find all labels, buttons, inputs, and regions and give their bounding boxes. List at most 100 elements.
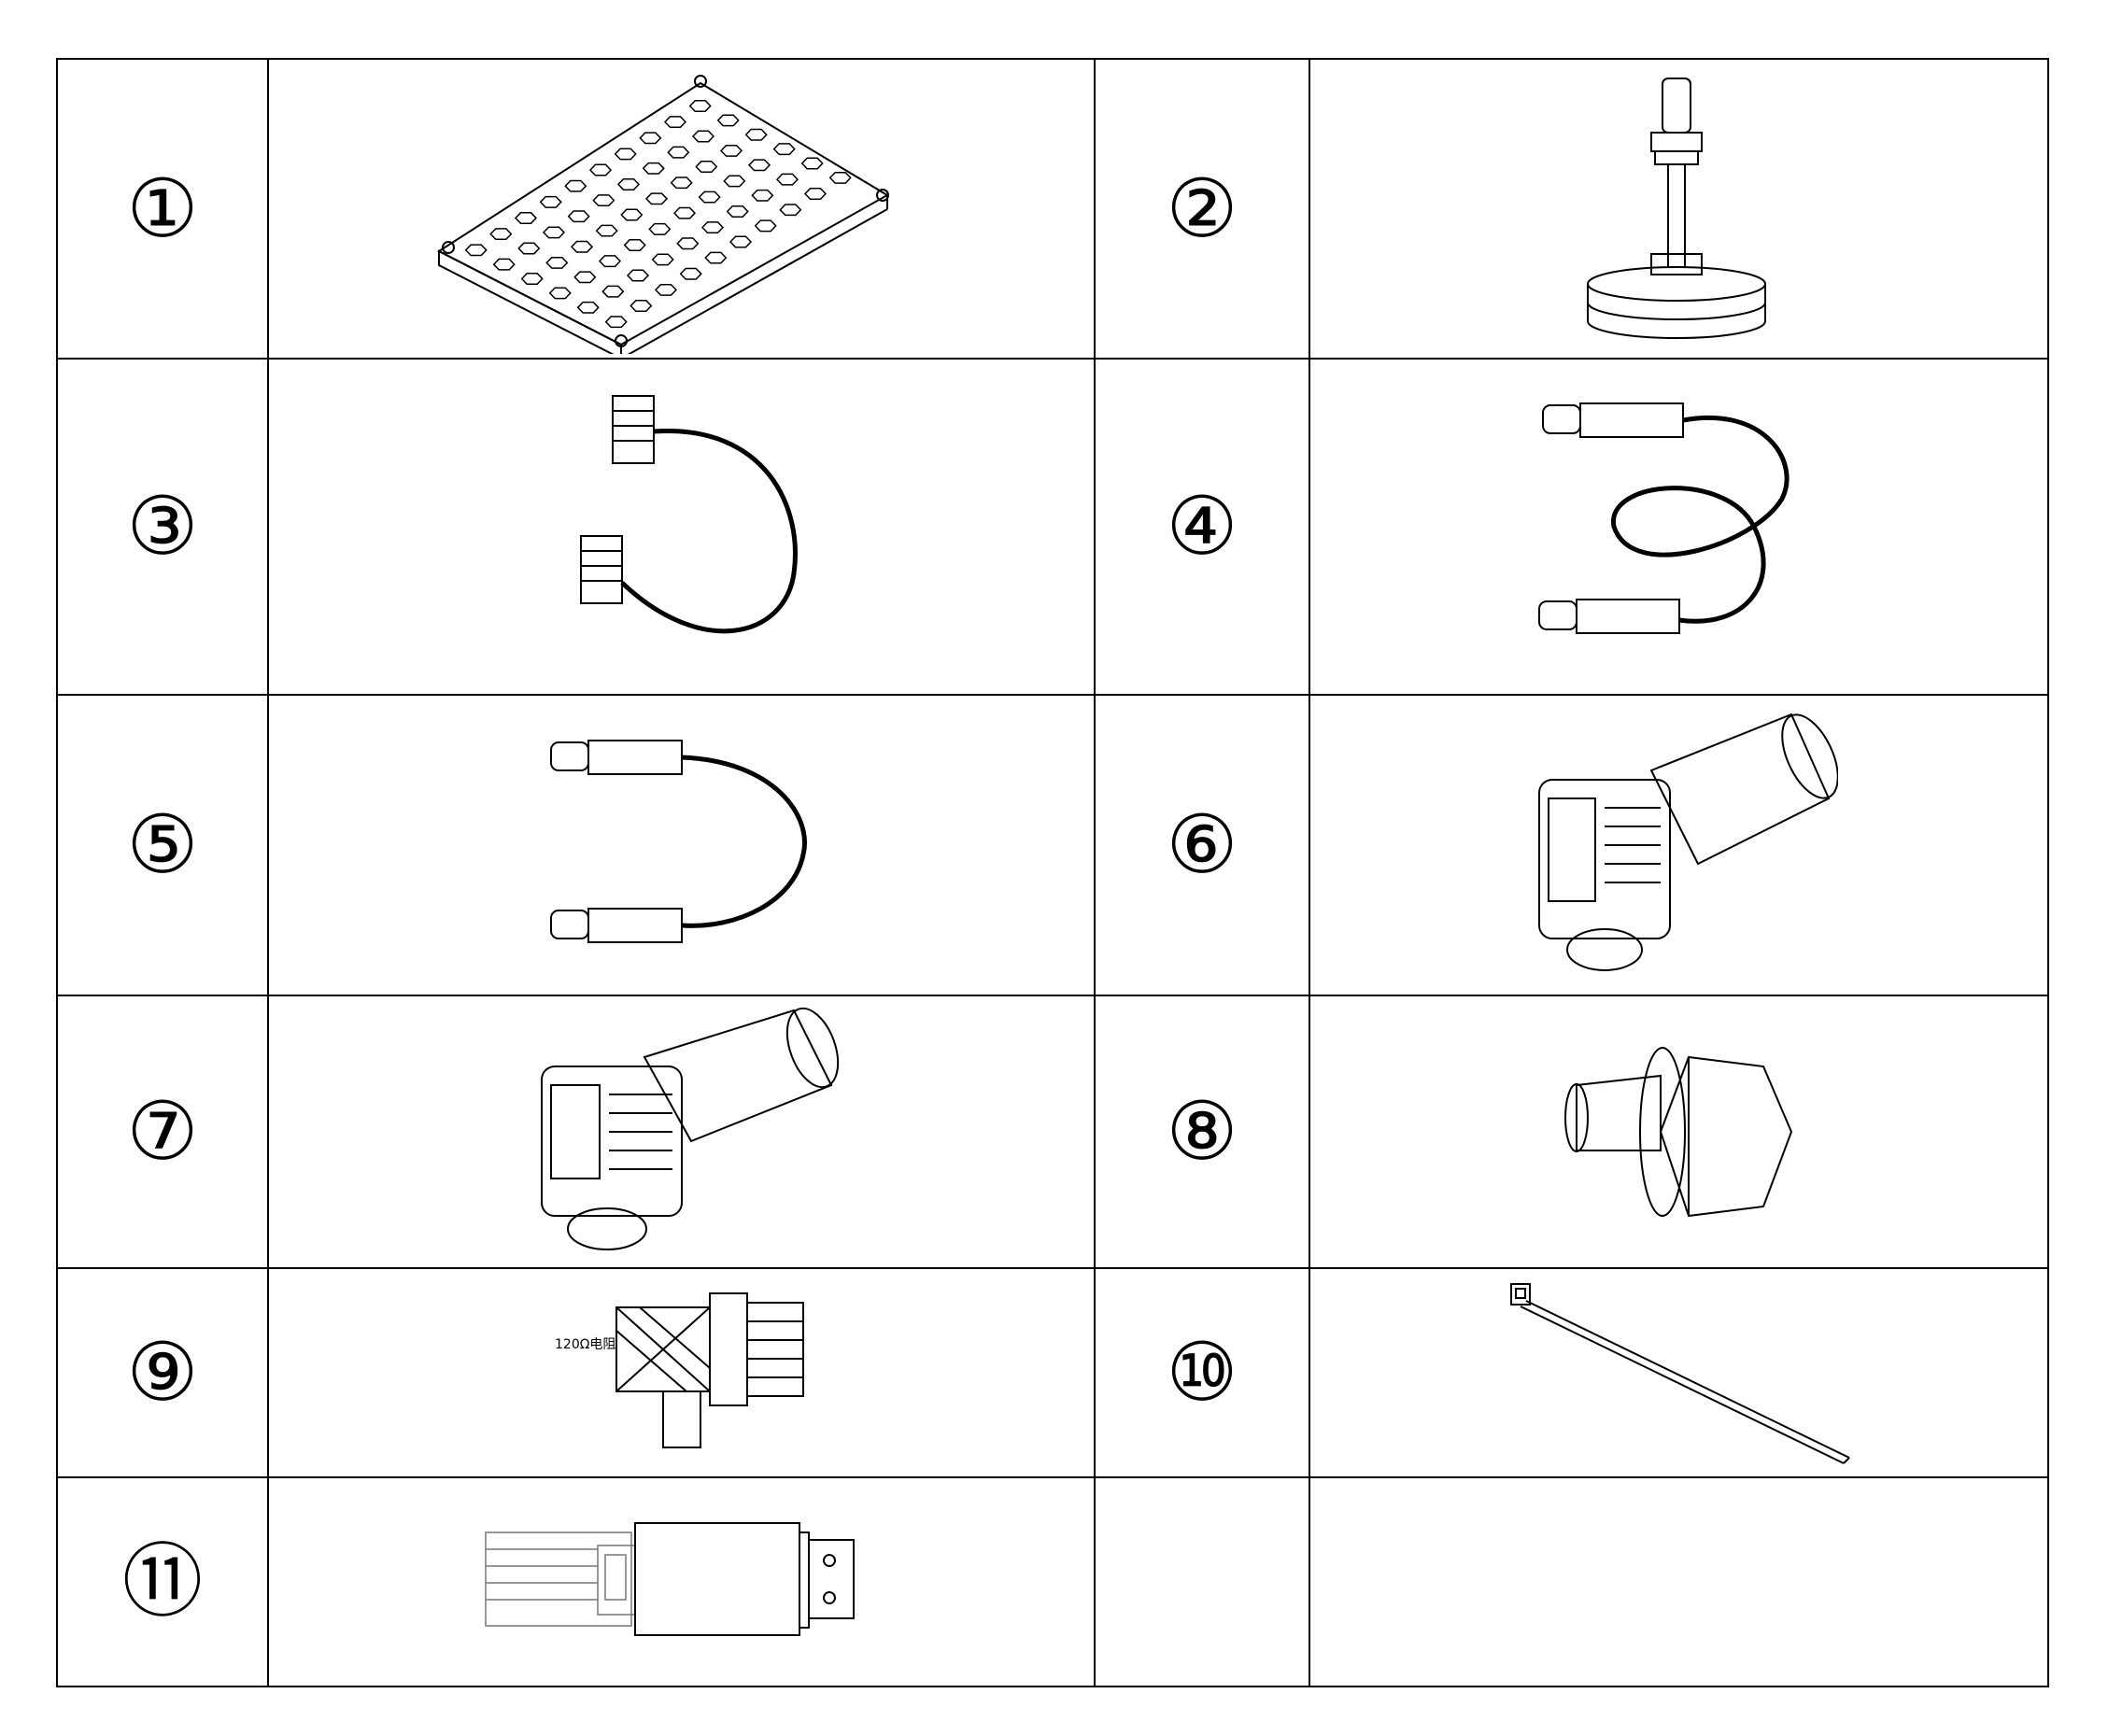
part-number: ④ [1166, 480, 1238, 573]
tray-hole [520, 272, 544, 285]
part-number-cell: ③ [56, 358, 269, 696]
tray-hole [803, 187, 827, 200]
part-number-cell: ④ [1094, 358, 1310, 696]
tray-hole [614, 147, 637, 160]
table-row: ⑤ ⑥ [56, 694, 2049, 996]
table-row: ⑦ ⑧ [56, 995, 2049, 1269]
tray-hole [492, 258, 516, 271]
tray-hole [651, 252, 674, 265]
tray-hole [516, 242, 540, 254]
tray-hole [638, 131, 661, 144]
tray-hole [679, 267, 702, 280]
tray-hole [548, 286, 572, 299]
connector-cable-long-icon [1537, 402, 1789, 634]
tray-hole [729, 235, 752, 247]
part-number: ⑥ [1166, 798, 1238, 892]
part-number: ⑪ [122, 1535, 203, 1629]
tray-hole [672, 206, 696, 219]
part-number: ① [126, 162, 199, 256]
tray-hole [570, 240, 593, 253]
leveling-foot-icon [1586, 77, 1766, 339]
tray-hole [778, 203, 801, 216]
part-image-cell [1309, 58, 2049, 360]
tray-hole [666, 146, 689, 159]
terminal-block-cable-icon [579, 395, 798, 634]
part-number: ⑩ [1166, 1326, 1238, 1419]
tray-hole [616, 177, 640, 191]
tray-hole [719, 144, 743, 157]
tray-hole [488, 227, 512, 240]
tray-hole [591, 193, 615, 206]
part-image-cell [267, 1476, 1096, 1687]
tray-hole [716, 113, 740, 126]
tray-hole [604, 315, 628, 328]
part-image-cell [267, 58, 1096, 360]
empty-cell [1094, 1476, 1310, 1687]
tray-hole [573, 270, 596, 283]
tray-hole [567, 209, 590, 222]
tray-hole [691, 130, 714, 142]
part-image-cell [267, 694, 1096, 996]
tray-hole [595, 224, 618, 237]
tray-hole [464, 243, 488, 256]
part-number: ⑨ [126, 1326, 199, 1419]
tray-hole [775, 173, 799, 186]
tray-hole [629, 299, 652, 312]
part-number-cell: ⑤ [56, 694, 269, 996]
tray-hole [588, 163, 612, 176]
resistor-label: 120Ω电阻 [555, 1337, 615, 1352]
part-number-cell: ⑦ [56, 995, 269, 1269]
tray-hole [703, 251, 727, 264]
part-number: ⑦ [126, 1085, 199, 1179]
table-row: ① ② [56, 58, 2049, 360]
tray-hole [619, 208, 643, 220]
part-number: ③ [126, 480, 199, 573]
connector-cable-short-icon [549, 740, 807, 943]
tray-hole [744, 128, 768, 141]
part-number-cell: ⑨ [56, 1267, 269, 1478]
tray-hole [675, 236, 699, 249]
parts-table: ① ② [56, 58, 2049, 1687]
tray-hole [647, 222, 671, 235]
part-image-cell [267, 995, 1096, 1269]
part-image-cell: 120Ω电阻 [267, 1267, 1096, 1478]
table-row: ⑪ [56, 1476, 2049, 1687]
tray-hole [726, 205, 749, 218]
tray-hole [722, 174, 745, 187]
plug-module-icon [484, 1522, 855, 1636]
part-number-cell: ⑩ [1094, 1267, 1310, 1478]
hex-bolt-icon [1563, 1047, 1792, 1218]
tray-hole [539, 195, 562, 208]
tray-hole [642, 162, 665, 175]
tray-hole [800, 157, 824, 169]
tray-hole [542, 225, 565, 238]
table-row: ⑨ 120Ω电阻 ⑩ [56, 1267, 2049, 1478]
tray-hole [747, 158, 771, 171]
tray-hole [670, 176, 693, 189]
tray-hole [828, 171, 852, 184]
tray-hole [688, 99, 712, 112]
part-image-cell [1309, 995, 2049, 1269]
part-number: ⑤ [126, 798, 199, 892]
tray-hole [576, 301, 600, 314]
cable-tie-icon [1509, 1283, 1850, 1464]
tray-hole [698, 191, 721, 204]
part-number-cell: ⑪ [56, 1476, 269, 1687]
table-row: ③ ④ [56, 358, 2049, 696]
part-number: ⑧ [1166, 1085, 1238, 1179]
part-number-cell: ② [1094, 58, 1310, 360]
tray-hole [654, 283, 677, 296]
tray-hole [514, 211, 537, 224]
part-image-cell [267, 358, 1096, 696]
part-number: ② [1166, 162, 1238, 256]
tray-hole [663, 115, 686, 128]
tray-hole [598, 254, 621, 267]
tray-hole [772, 142, 796, 155]
part-number-cell: ⑥ [1094, 694, 1310, 996]
tray-hole [754, 219, 777, 232]
angled-connector-plug-icon [1537, 713, 1838, 971]
part-image-cell [1309, 1267, 2049, 1478]
tray-hole [545, 256, 568, 269]
perforated-tray-icon [436, 74, 889, 354]
terminating-resistor-plug-icon: 120Ω电阻 [555, 1292, 804, 1448]
